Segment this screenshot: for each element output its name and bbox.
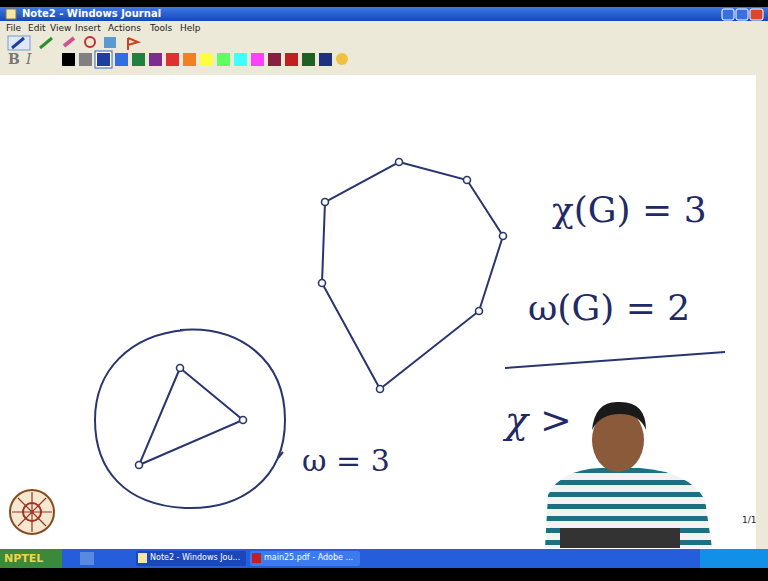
- taskbar-item: main25.pdf - Adobe ...: [264, 554, 353, 563]
- frame-bottom: [0, 568, 768, 581]
- underline: [505, 352, 725, 368]
- start-area: [0, 549, 62, 568]
- max-button: [736, 9, 748, 20]
- menu-item: Edit: [28, 24, 45, 34]
- triangle-clique: [95, 330, 285, 509]
- menu-item: Help: [180, 24, 201, 34]
- menu-item: Tools: [150, 24, 172, 34]
- chromatic-number: χ(G) = 3: [552, 190, 707, 230]
- logo-text: NPTEL: [4, 553, 43, 565]
- menu-item: View: [50, 24, 71, 34]
- tray: [700, 549, 768, 568]
- quick-launch: [80, 552, 94, 565]
- task-icon: [252, 553, 261, 563]
- toolbar-area: [0, 21, 768, 75]
- scrollbar: [756, 75, 768, 549]
- min-button: [722, 9, 734, 20]
- clique-size: ω = 3: [302, 444, 390, 477]
- taskbar: [0, 549, 768, 568]
- menu-item: Actions: [108, 24, 141, 34]
- inequality: χ >: [505, 400, 572, 442]
- close-button: [750, 9, 763, 20]
- page-counter: 1/1: [742, 516, 756, 526]
- cycle-graph: [319, 159, 507, 393]
- title-bar: [0, 7, 768, 21]
- frame-top: [0, 0, 768, 7]
- menu-item: Insert: [75, 24, 101, 34]
- clique-number: ω(G) = 2: [528, 288, 690, 328]
- italic-button: I: [26, 52, 32, 67]
- menu-item: File: [6, 24, 21, 34]
- window-title: Note2 - Windows Journal: [22, 8, 161, 19]
- color-swatches: [62, 51, 348, 68]
- app-icon: [6, 9, 16, 19]
- task-button: [250, 551, 360, 566]
- nptel-logo: [10, 490, 54, 534]
- taskbar-item: Note2 - Windows Jou...: [150, 554, 240, 563]
- tool-icons: [8, 36, 138, 50]
- journal-page: [0, 75, 768, 549]
- task-button: [136, 551, 246, 566]
- task-icon: [138, 553, 147, 563]
- bold-button: B: [8, 52, 20, 67]
